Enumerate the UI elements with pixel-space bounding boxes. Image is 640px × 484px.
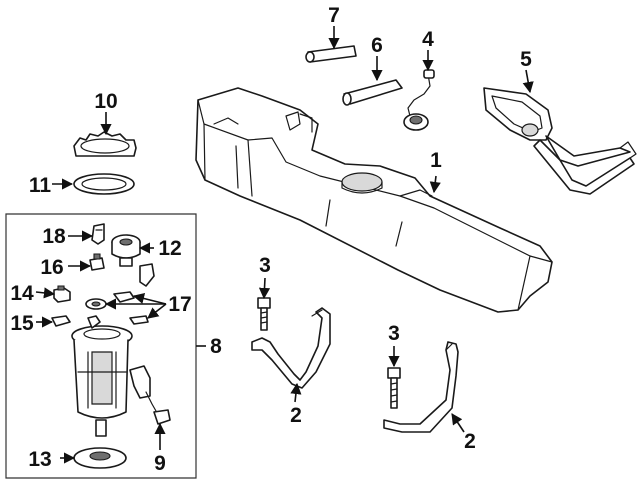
callout-1: 1 [430,149,442,172]
fuel-tank [195,87,553,313]
callout-5: 5 [520,48,532,71]
fuel-sender-grommet [403,69,435,131]
fuel-pump-module [71,315,133,437]
level-sender [129,365,171,425]
clip-18 [91,223,105,245]
callout-7: 7 [328,4,340,27]
fitting-15 [51,315,71,327]
callout-10: 10 [94,90,117,113]
hose-7 [305,45,357,63]
callout-13: 13 [28,448,51,471]
tank-strap-center [251,307,331,389]
callout-3-center: 3 [259,254,271,277]
strainer [73,447,127,469]
callout-9: 9 [154,452,166,475]
tank-strap-right [383,341,459,433]
callout-2-center: 2 [290,404,302,427]
bolt-center [257,297,271,331]
bolt-right [387,367,401,409]
filler-neck [483,87,637,195]
lock-ring [73,131,137,157]
callout-11: 11 [29,174,52,197]
callout-labels: 1 2 2 3 3 4 5 6 7 8 9 10 11 12 13 14 15 … [10,4,532,475]
valve-16 [89,253,105,271]
callout-17: 17 [168,293,191,316]
callout-12: 12 [158,237,181,260]
callout-2-right: 2 [464,430,476,453]
callout-18: 18 [42,225,66,248]
callout-14: 14 [10,282,34,305]
pressure-regulator [111,234,141,267]
hose-6 [342,79,403,106]
callout-8: 8 [210,335,222,358]
callout-3-right: 3 [388,322,400,345]
leader-lines [35,26,534,464]
tank-seal [73,173,135,195]
callout-6: 6 [371,34,383,57]
callout-15: 15 [10,312,34,335]
fuel-pump-assembly-box [5,213,197,479]
callout-16: 16 [40,256,63,279]
nozzle [139,263,155,287]
fitting-14 [53,285,71,303]
callout-4: 4 [422,28,434,51]
